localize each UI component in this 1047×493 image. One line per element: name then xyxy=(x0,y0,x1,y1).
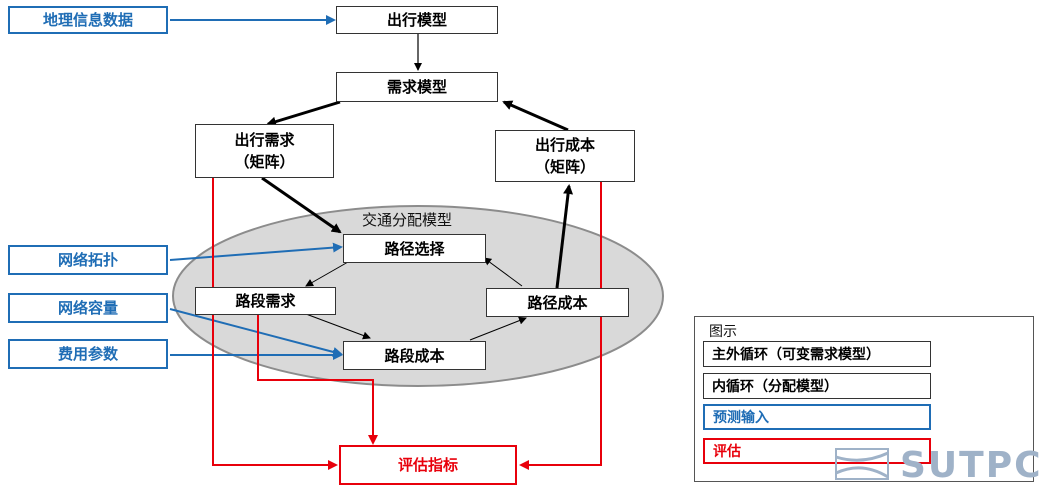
input-network-capacity: 网络容量 xyxy=(8,293,168,323)
assignment-model-label: 交通分配模型 xyxy=(362,211,453,229)
legend-evaluation-label: 评估 xyxy=(713,444,741,460)
legend-outer-loop: 主外循环（可变需求模型） xyxy=(703,341,931,367)
legend-title: 图示 xyxy=(709,324,737,340)
node-travel-cost: 出行成本 （矩阵） xyxy=(495,130,635,182)
legend-forecast-input-label: 预测输入 xyxy=(713,410,769,426)
input-network-topology: 网络拓扑 xyxy=(8,245,168,275)
watermark-text: SUTPC xyxy=(900,445,1043,486)
input-network-capacity-label: 网络容量 xyxy=(57,299,118,317)
input-geo-data: 地理信息数据 xyxy=(8,6,168,34)
arrow-route-choice-to-link-demand xyxy=(305,261,349,287)
node-evaluation: 评估指标 xyxy=(339,445,517,485)
arrow-link-demand-to-evaluation xyxy=(257,314,378,445)
sutpc-watermark: SUTPC xyxy=(834,445,1044,486)
node-route-choice: 路径选择 xyxy=(343,234,486,263)
legend-evaluation: 评估 xyxy=(703,438,931,464)
node-route-choice-label: 路径选择 xyxy=(384,239,445,258)
legend-inner-loop: 内循环（分配模型） xyxy=(703,373,931,399)
node-travel-demand: 出行需求 （矩阵） xyxy=(195,124,334,178)
node-demand-model-label: 需求模型 xyxy=(386,78,447,96)
arrow-travel-demand-to-route-choice xyxy=(261,176,342,234)
node-link-demand: 路段需求 xyxy=(195,287,336,315)
sutpc-logo-icon xyxy=(835,448,889,480)
legend: 图示 主外循环（可变需求模型） 内循环（分配模型） 预测输入 评估 xyxy=(694,316,1034,482)
node-link-cost: 路段成本 xyxy=(343,341,486,370)
arrow-travel-cost-to-demand xyxy=(502,100,569,132)
arrow-capacity-to-link-cost xyxy=(169,308,343,357)
node-route-cost: 路径成本 xyxy=(486,288,629,317)
arrow-topology-to-route-choice xyxy=(169,242,343,261)
node-link-demand-label: 路段需求 xyxy=(235,292,296,310)
arrow-link-cost-to-route-cost xyxy=(469,316,527,341)
arrow-travel-demand-to-evaluation xyxy=(212,178,338,470)
node-travel-demand-sublabel: （矩阵） xyxy=(234,153,295,171)
arrow-demand-to-travel-demand xyxy=(266,100,341,127)
legend-inner-loop-label: 内循环（分配模型） xyxy=(712,379,838,395)
legend-outer-loop-label: 主外循环（可变需求模型） xyxy=(712,347,880,363)
node-travel-model-label: 出行模型 xyxy=(386,11,447,29)
node-travel-cost-label: 出行成本 xyxy=(534,136,595,154)
input-cost-params-label: 费用参数 xyxy=(57,345,118,363)
node-travel-cost-sublabel: （矩阵） xyxy=(534,158,595,176)
input-network-topology-label: 网络拓扑 xyxy=(57,251,118,269)
node-travel-model: 出行模型 xyxy=(336,6,498,34)
legend-forecast-input: 预测输入 xyxy=(703,404,931,430)
arrow-link-demand-to-link-cost xyxy=(305,313,371,340)
node-travel-demand-label: 出行需求 xyxy=(234,131,295,149)
node-evaluation-label: 评估指标 xyxy=(397,456,458,474)
node-demand-model: 需求模型 xyxy=(336,72,498,102)
arrow-route-cost-to-route-choice xyxy=(483,257,523,287)
arrow-route-cost-to-travel-cost xyxy=(555,184,574,289)
input-geo-data-label: 地理信息数据 xyxy=(42,11,133,29)
node-link-cost-label: 路段成本 xyxy=(384,346,445,365)
arrow-travel-cost-to-evaluation xyxy=(519,182,602,470)
node-route-cost-label: 路径成本 xyxy=(527,293,588,312)
input-cost-params: 费用参数 xyxy=(8,339,168,369)
